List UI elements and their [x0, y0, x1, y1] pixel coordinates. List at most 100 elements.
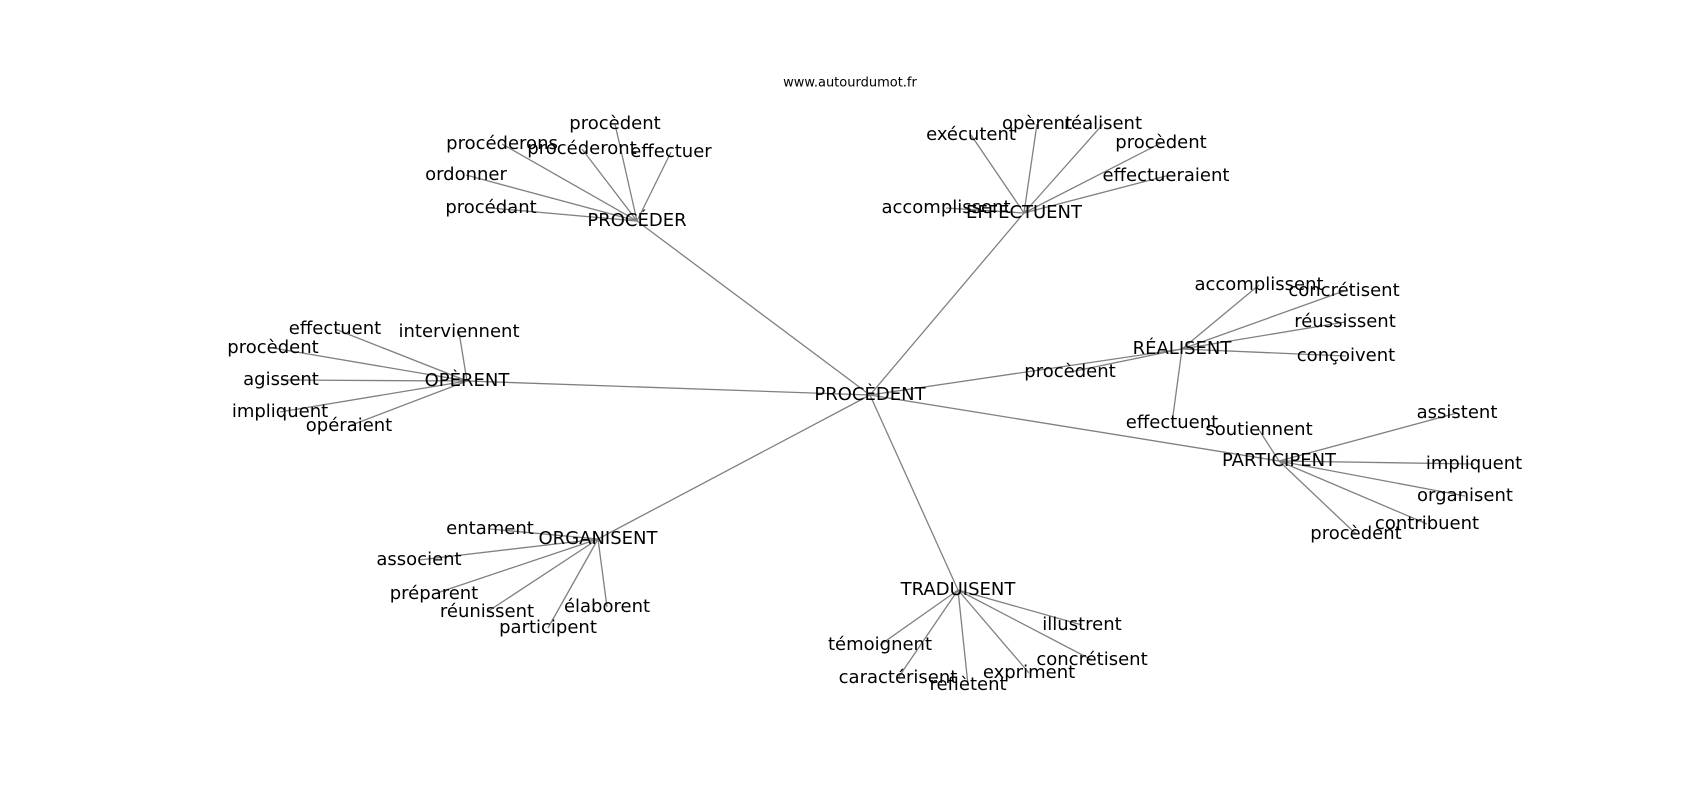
leaf-node-participent: soutiennent: [1205, 419, 1312, 440]
leaf-node-participent: impliquent: [1426, 453, 1522, 474]
leaf-node-proceder: ordonner: [425, 164, 507, 185]
edge-center-operent: [466, 380, 871, 396]
leaf-node-operent: impliquent: [232, 401, 328, 422]
leaf-node-participent: contribuent: [1375, 513, 1479, 534]
edge-organisent-leaf: [418, 538, 599, 561]
edge-proceder-leaf: [490, 207, 638, 222]
leaf-node-realisent: concrétisent: [1288, 280, 1399, 301]
leaf-node-participent: assistent: [1417, 402, 1498, 423]
hub-node-realisent: RÉALISENT: [1133, 337, 1233, 359]
leaf-node-proceder: procéderons: [446, 133, 558, 154]
hub-node-proceder: PROCÉDER: [587, 209, 686, 231]
leaf-node-effectuent: accomplissent: [881, 197, 1010, 218]
leaf-node-proceder: effectuer: [630, 141, 712, 162]
hub-node-participent: PARTICIPENT: [1222, 450, 1337, 471]
edge-center-effectuent: [869, 212, 1025, 396]
edge-organisent-leaf: [486, 538, 599, 613]
leaf-node-traduisent: caractérisent: [839, 667, 958, 688]
edge-traduisent-leaf: [957, 589, 1083, 626]
edge-organisent-leaf: [433, 538, 599, 595]
edge-participent-leaf: [1258, 429, 1280, 462]
edge-participent-leaf: [1278, 460, 1475, 465]
leaf-node-proceder: procéderont: [527, 138, 636, 159]
edge-participent-leaf: [1278, 460, 1466, 497]
leaf-node-organisent: entament: [446, 518, 534, 539]
hub-node-traduisent: TRADUISENT: [900, 579, 1017, 600]
edge-realisent-leaf: [1171, 348, 1183, 424]
edge-operent-leaf: [279, 380, 468, 413]
edge-realisent-leaf: [1181, 348, 1347, 357]
leaf-node-effectuent: réalisent: [1064, 113, 1142, 134]
edge-proceder-leaf: [465, 174, 638, 222]
source-label: www.autourdumot.fr: [783, 76, 917, 91]
edge-effectuent-leaf: [1023, 123, 1104, 214]
edge-center-organisent: [597, 394, 871, 540]
leaf-node-realisent: procèdent: [1024, 361, 1115, 382]
leaf-node-realisent: conçoivent: [1297, 345, 1395, 366]
leaf-node-operent: opéraient: [306, 415, 392, 436]
edge-realisent-leaf: [1181, 290, 1345, 350]
leaf-node-organisent: préparent: [390, 583, 479, 604]
edge-traduisent-leaf: [957, 589, 1093, 661]
edge-effectuent-leaf: [1023, 175, 1167, 214]
leaf-node-realisent: accomplissent: [1194, 274, 1323, 295]
leaf-node-operent: agissent: [243, 369, 319, 390]
leaf-node-organisent: associent: [376, 549, 461, 570]
edge-traduisent-leaf: [879, 589, 959, 646]
edge-center-participent: [869, 394, 1280, 462]
edge-center-realisent: [869, 348, 1183, 396]
leaf-node-operent: effectuent: [289, 318, 381, 339]
edge-realisent-leaf: [1181, 321, 1346, 350]
edge-participent-leaf: [1278, 460, 1357, 535]
leaf-node-realisent: réussissent: [1294, 311, 1396, 332]
leaf-node-traduisent: concrétisent: [1036, 649, 1147, 670]
edge-traduisent-leaf: [957, 589, 1030, 674]
edge-organisent-leaf: [597, 538, 608, 608]
leaf-node-organisent: élaborent: [564, 596, 650, 617]
edge-operent-leaf: [348, 380, 468, 427]
edge-effectuent-leaf: [1023, 123, 1038, 214]
edge-participent-leaf: [1278, 412, 1458, 462]
edge-realisent-leaf: [1069, 348, 1183, 373]
edge-realisent-leaf: [1181, 284, 1260, 350]
edge-proceder-leaf: [636, 151, 672, 222]
leaf-node-traduisent: reflètent: [929, 674, 1006, 695]
edge-operent-leaf: [272, 347, 468, 382]
labels: PROCÈDENTPROCÉDERprocèdentprocéderonspro…: [227, 113, 1522, 695]
edge-proceder-leaf: [614, 123, 638, 222]
edge-operent-leaf: [458, 331, 468, 382]
hub-node-operent: OPÈRENT: [425, 369, 511, 391]
hub-node-effectuent: EFFECTUENT: [966, 202, 1083, 223]
edge-organisent-leaf: [489, 528, 599, 540]
center-node-label: PROCÈDENT: [814, 383, 926, 405]
edge-center-proceder: [636, 220, 871, 396]
leaf-node-operent: interviennent: [398, 321, 519, 342]
leaf-node-traduisent: témoignent: [828, 634, 932, 655]
leaf-node-proceder: procèdent: [569, 113, 660, 134]
leaf-node-participent: procèdent: [1310, 523, 1401, 544]
edge-operent-leaf: [334, 328, 468, 382]
edge-center-traduisent: [869, 394, 959, 591]
leaf-node-effectuent: procèdent: [1115, 132, 1206, 153]
edge-effectuent-leaf: [970, 134, 1025, 214]
edge-effectuent-leaf: [1023, 142, 1162, 214]
edge-effectuent-leaf: [945, 207, 1025, 214]
edge-traduisent-leaf: [957, 589, 969, 686]
leaf-node-realisent: effectuent: [1126, 412, 1218, 433]
leaf-node-operent: procèdent: [227, 337, 318, 358]
edge-proceder-leaf: [501, 143, 638, 222]
leaf-node-traduisent: expriment: [983, 662, 1075, 683]
leaf-node-effectuent: opèrent: [1002, 113, 1072, 134]
edge-traduisent-leaf: [897, 589, 959, 679]
hub-node-organisent: ORGANISENT: [539, 528, 659, 549]
leaf-node-effectuent: exécutent: [926, 124, 1016, 145]
edges: [272, 123, 1475, 686]
edge-proceder-leaf: [581, 148, 638, 222]
leaf-node-proceder: procédant: [445, 197, 536, 218]
leaf-node-organisent: participent: [499, 617, 597, 638]
edge-participent-leaf: [1278, 460, 1428, 525]
leaf-node-organisent: réunissent: [440, 601, 534, 622]
leaf-node-traduisent: illustrent: [1042, 614, 1121, 635]
edge-organisent-leaf: [547, 538, 599, 629]
